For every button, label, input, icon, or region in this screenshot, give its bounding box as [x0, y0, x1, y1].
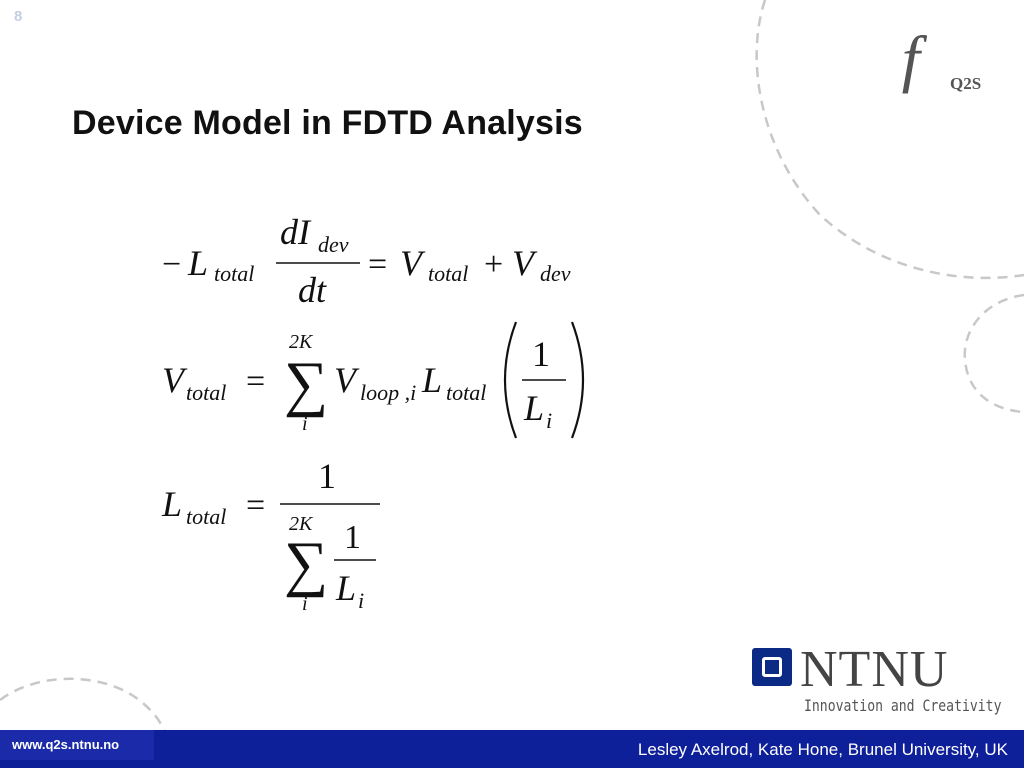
ntnu-logo: NTNU Innovation and Creativity — [752, 641, 1002, 716]
eq2-right-paren — [570, 321, 585, 439]
eq2-loop-sub: loop ,i — [360, 380, 416, 405]
slide-number: 8 — [14, 8, 23, 25]
eq1-dev-sub: dev — [318, 232, 349, 257]
eq1-equals: = — [368, 246, 387, 283]
eq1-total-sub: total — [214, 261, 254, 286]
eq3-L: L — [161, 484, 182, 524]
eq2-i-sub: i — [546, 408, 552, 433]
footer-url[interactable]: www.q2s.ntnu.no — [0, 730, 154, 760]
eq2-sum-lower: i — [302, 413, 308, 435]
eq1-V: V — [400, 243, 426, 283]
eq3-equals: = — [246, 487, 265, 524]
q2s-logo-text: Q2S — [950, 74, 982, 93]
eq2-sum-upper: 2K — [289, 331, 314, 353]
eq3-total-sub: total — [186, 504, 226, 529]
eq3-one: 1 — [318, 456, 336, 496]
eq1-total-sub-2: total — [428, 261, 468, 286]
ntnu-logo-text: NTNU — [800, 641, 949, 698]
eq2-total-sub: total — [186, 380, 226, 405]
eq1-V2: V — [512, 243, 538, 283]
eq2-equals: = — [246, 363, 265, 400]
eq2-one: 1 — [532, 334, 550, 374]
equation-3: L total = 1 2K ∑ i 1 L i — [161, 456, 380, 615]
ntnu-logo-mark — [752, 648, 792, 686]
eq2-Vloop: V — [334, 360, 360, 400]
footer-credit: Lesley Axelrod, Kate Hone, Brunel Univer… — [637, 740, 1008, 759]
q2s-logo: ff Q2S — [902, 23, 1002, 118]
eq1-dI: dI — [280, 212, 312, 252]
eq2-sigma: ∑ — [284, 350, 328, 418]
eq2-Li: L — [523, 388, 544, 428]
eq2-L: L — [421, 360, 442, 400]
eq3-i-sub: i — [358, 588, 364, 613]
arc-mid-right — [963, 293, 1024, 414]
arc-bottom-left — [0, 677, 172, 768]
eq3-one-2: 1 — [344, 519, 361, 556]
ntnu-tagline: Innovation and Creativity — [804, 696, 1002, 715]
eq2-total-sub-2: total — [446, 380, 486, 405]
eq3-sum-upper: 2K — [289, 513, 314, 535]
eq1-dt: dt — [298, 270, 327, 310]
eq2-left-paren — [503, 321, 518, 439]
eq2-V: V — [162, 360, 188, 400]
eq1-dev-sub-2: dev — [540, 261, 571, 286]
footer-bar: www.q2s.ntnu.no Lesley Axelrod, Kate Hon… — [0, 730, 1024, 768]
eq1-plus: + — [484, 246, 503, 283]
slide-title: Device Model in FDTD Analysis — [72, 104, 583, 142]
equation-2: V total = 2K ∑ i V loop ,i L total 1 L i — [162, 321, 585, 439]
eq3-Li: L — [335, 568, 356, 608]
eq1-minus: − — [162, 246, 181, 283]
eq1-L: L — [187, 243, 208, 283]
eq3-sigma: ∑ — [284, 530, 328, 598]
equation-1: − L total dI dev dt = V total + V dev — [162, 212, 571, 310]
eq3-sum-lower: i — [302, 593, 308, 615]
